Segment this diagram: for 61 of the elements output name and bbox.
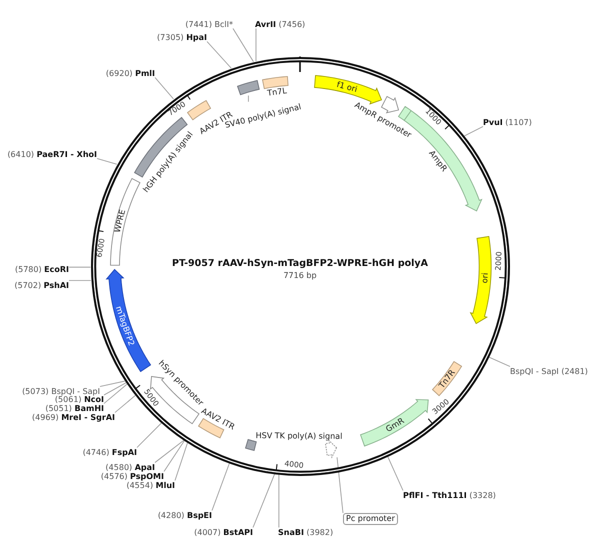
restriction-site-label: (5780) EcoRI: [15, 264, 69, 274]
sequence-length: 7716 bp: [283, 271, 317, 280]
leader-line: [278, 474, 280, 528]
leader-line: [68, 266, 91, 268]
restriction-site-label: PvuI (1107): [483, 118, 532, 126]
feature-box: [432, 360, 462, 396]
leader-line: [104, 384, 128, 404]
leader-line: [212, 462, 230, 511]
leader-line: [104, 382, 126, 396]
restriction-site-label: (5061) NcoI: [54, 395, 104, 404]
restriction-site-label: (5702) PshAI: [14, 280, 69, 290]
map-title: PT-9057 rAAV-hSyn-mTagBFP2-WPRE-hGH polyA: [172, 258, 428, 269]
restriction-site-label: (5051) BamHI: [45, 404, 104, 412]
leader-line: [232, 28, 254, 62]
leader-line: [100, 380, 126, 387]
restriction-site-label: (4746) FspAI: [82, 448, 137, 456]
directional-feature: [325, 440, 338, 458]
restriction-site-label: (7441) BclI*: [185, 20, 233, 28]
leader-line: [206, 41, 232, 69]
feature-box: [187, 100, 212, 120]
directional-feature: [381, 96, 400, 113]
restriction-site-label: (4969) MreI - SgrAI: [32, 412, 115, 422]
leader-line: [252, 474, 276, 528]
leader-line: [136, 422, 162, 448]
feature-box: [244, 438, 257, 451]
restriction-site-label: PflFI - Tth111I (3328): [403, 490, 496, 500]
feature-label: HSV TK poly(A) signal: [255, 431, 342, 441]
directional-feature: [470, 236, 492, 324]
feature-label: f1 ori: [336, 80, 358, 94]
feature-box: [237, 80, 260, 96]
feature-box: [262, 76, 288, 90]
feature-label: GmR: [384, 416, 406, 434]
feature-label: AAV2 ITR: [199, 406, 236, 432]
restriction-site-label: AvrII (7456): [255, 20, 306, 28]
restriction-site-label: (6410) PaeR7I - XhoI: [7, 150, 97, 158]
leader-line: [154, 77, 174, 100]
feature-label: Tn7L: [266, 86, 287, 98]
leader-line: [248, 95, 249, 102]
feature-box: [110, 178, 140, 266]
restriction-site-label: (4576) PspOMI: [100, 472, 164, 480]
restriction-site-label: (4554) MluI: [126, 480, 175, 490]
leader-line: [464, 126, 484, 136]
restriction-site-label: (5073) BspQI - SapI: [22, 386, 100, 396]
leader-line: [96, 158, 118, 165]
restriction-site-label: BspQI - SapI (2481): [510, 366, 588, 376]
leader-line: [68, 280, 92, 281]
feature-callout: Pc promoter: [343, 513, 398, 525]
restriction-site-label: SnaBI (3982): [278, 528, 334, 536]
leader-line: [387, 456, 404, 491]
leader-line: [488, 356, 510, 367]
restriction-site-label: (4007) BstAPI: [194, 528, 253, 536]
restriction-site-label: (7305) HpaI: [157, 32, 207, 42]
leader-line: [174, 442, 188, 481]
feature-label: WPRE: [112, 208, 128, 234]
directional-feature: [360, 398, 428, 446]
feature-label: ori: [480, 272, 490, 284]
directional-feature: [106, 269, 152, 372]
leader-line: [114, 395, 136, 413]
leader-line: [164, 440, 185, 472]
leader-line: [154, 440, 184, 463]
restriction-site-label: (4280) BspEI: [158, 510, 212, 520]
